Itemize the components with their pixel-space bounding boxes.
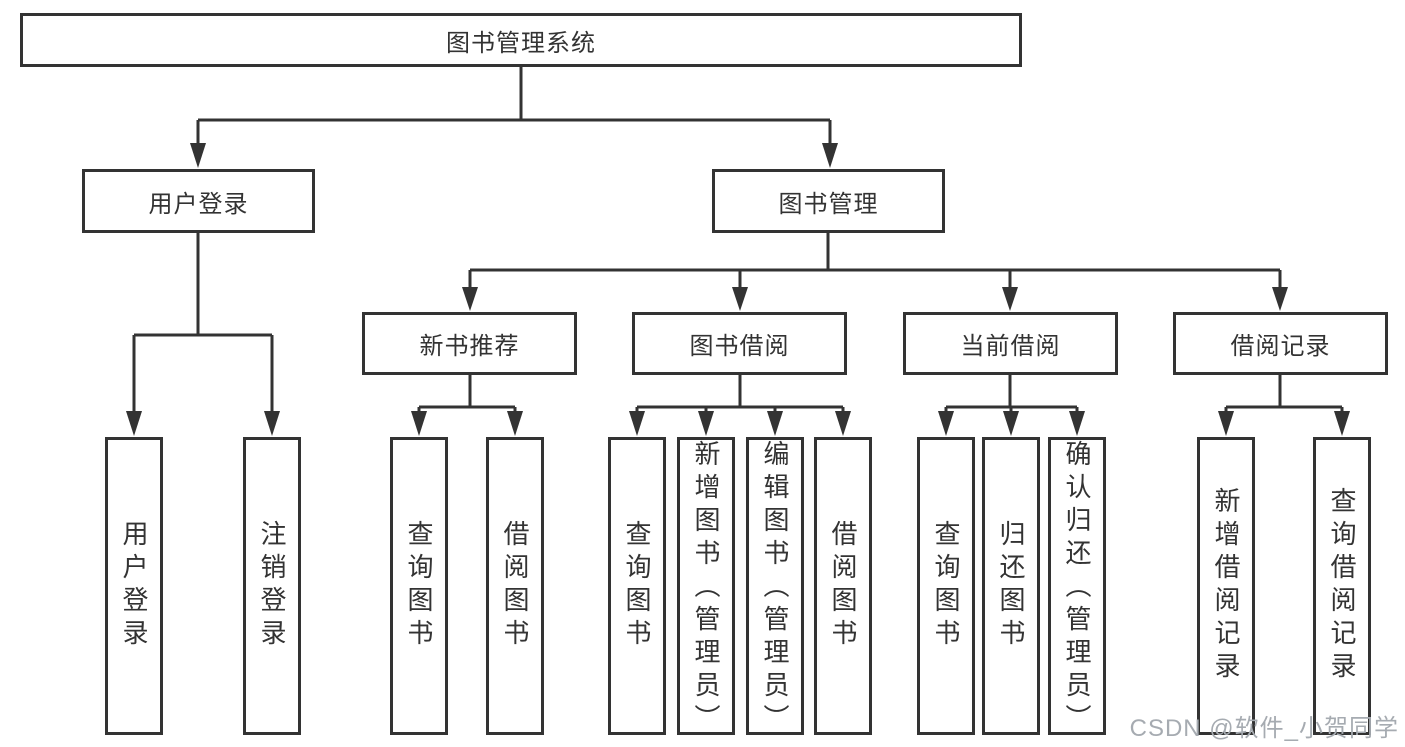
- leaf-borrow-books-borrowing: 借阅图书: [814, 437, 872, 735]
- arrowheads: [126, 143, 1350, 436]
- node-user-login: 用户登录: [82, 169, 315, 233]
- node-label: 用户登录: [148, 190, 249, 218]
- leaf-add-borrow-record: 新增借阅记录: [1197, 437, 1255, 735]
- leaf-query-books-current: 查询图书: [917, 437, 975, 735]
- node-label: 借阅记录: [1230, 333, 1331, 360]
- node-label: 查询图书: [931, 520, 961, 652]
- leaf-user-login: 用户登录: [105, 437, 163, 735]
- node-new-book-recommendation: 新书推荐: [362, 312, 577, 375]
- csdn-watermark: CSDN @软件_小贺同学: [1129, 715, 1399, 742]
- node-label: 查询借阅记录: [1327, 487, 1357, 685]
- node-borrowing-records: 借阅记录: [1173, 312, 1388, 375]
- leaf-query-books-recommend: 查询图书: [390, 437, 448, 735]
- node-label: 新增图书（管理员）: [691, 440, 721, 737]
- node-book-borrowing: 图书借阅: [632, 312, 847, 375]
- node-label: 新增借阅记录: [1211, 487, 1241, 685]
- node-label: 图书管理系统: [446, 29, 596, 57]
- node-book-management: 图书管理: [712, 169, 945, 233]
- node-current-borrowing: 当前借阅: [903, 312, 1118, 375]
- leaf-query-borrow-record: 查询借阅记录: [1313, 437, 1371, 735]
- leaf-query-books-borrowing: 查询图书: [608, 437, 666, 735]
- leaf-borrow-books-recommend: 借阅图书: [486, 437, 544, 735]
- node-label: 图书借阅: [689, 333, 790, 360]
- node-label: 新书推荐: [419, 333, 520, 360]
- leaf-confirm-return-admin: 确认归还（管理员）: [1048, 437, 1106, 737]
- leaf-add-book-admin: 新增图书（管理员）: [677, 437, 735, 737]
- leaf-return-book: 归还图书: [982, 437, 1040, 735]
- node-label: 归还图书: [996, 520, 1026, 652]
- node-label: 注销登录: [257, 520, 287, 652]
- node-label: 查询图书: [622, 520, 652, 652]
- node-label: 编辑图书（管理员）: [760, 440, 790, 737]
- node-label: 借阅图书: [500, 520, 530, 652]
- node-label: 当前借阅: [960, 333, 1061, 360]
- node-library-management-system: 图书管理系统: [20, 13, 1022, 67]
- node-label: 查询图书: [404, 520, 434, 652]
- node-label: 确认归还（管理员）: [1062, 440, 1092, 737]
- leaf-logout: 注销登录: [243, 437, 301, 735]
- node-label: 图书管理: [778, 190, 879, 218]
- node-label: 用户登录: [119, 520, 149, 652]
- leaf-edit-book-admin: 编辑图书（管理员）: [746, 437, 804, 737]
- node-label: 借阅图书: [828, 520, 858, 652]
